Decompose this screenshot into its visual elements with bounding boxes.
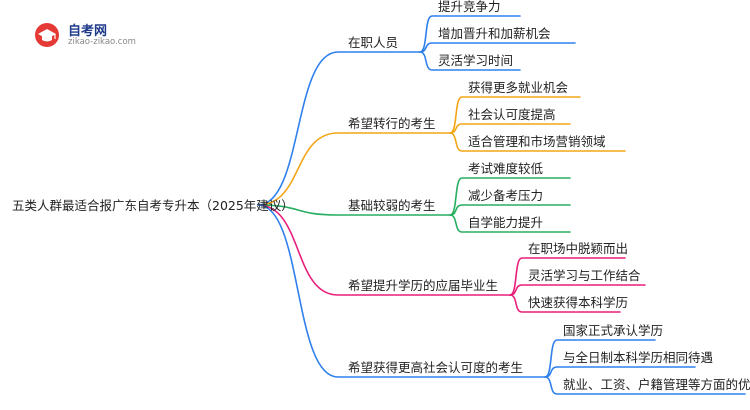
connector-branch-3-child-2 — [509, 294, 621, 313]
brand-name: 自考网 — [68, 24, 108, 39]
connector-root-branch-0 — [257, 51, 421, 206]
connector-branch-2-child-1 — [449, 204, 571, 216]
branch-label-3: 希望提升学历的应届毕业生 — [348, 278, 499, 293]
connector-root-branch-4 — [257, 204, 546, 378]
connector-root-branch-3 — [257, 204, 511, 296]
child-label-3-0: 在职场中脱颖而出 — [528, 241, 629, 256]
child-label-1-0: 获得更多就业机会 — [468, 80, 569, 95]
branch-label-0: 在职人员 — [348, 35, 399, 50]
branch-label-2: 基础较弱的考生 — [348, 198, 436, 213]
child-label-4-0: 国家正式承认学历 — [563, 323, 664, 338]
branch-label-4: 希望获得更高社会认可度的考生 — [348, 360, 524, 375]
brand-url: zikao-zikao.com — [68, 37, 136, 47]
root-topic: 五类人群最适合报广东自考专升本（2025年建议） — [12, 198, 294, 213]
child-label-3-1: 灵活学习与工作结合 — [528, 268, 641, 283]
child-label-2-2: 自学能力提升 — [468, 215, 544, 230]
brand-logo: 自考网 zikao-zikao.com — [34, 20, 146, 50]
connector-root-branch-1 — [257, 132, 451, 206]
connector-branch-1-child-1 — [449, 123, 571, 134]
connector-branch-0-child-2 — [419, 51, 521, 71]
child-label-0-2: 灵活学习时间 — [438, 53, 514, 68]
connector-root-branch-2 — [257, 204, 451, 216]
connector-branch-0-child-1 — [419, 42, 576, 53]
connector-branch-0-child-0 — [419, 15, 521, 53]
branch-label-1: 希望转行的考生 — [348, 116, 436, 131]
child-label-1-2: 适合管理和市场营销领域 — [468, 134, 606, 149]
child-label-4-2: 就业、工资、户籍管理等方面的优势 — [563, 377, 750, 392]
graduation-cap-icon — [35, 23, 59, 47]
connector-branch-3-child-0 — [509, 257, 626, 296]
child-label-4-1: 与全日制本科学历相同待遇 — [563, 350, 714, 365]
connector-branch-1-child-0 — [449, 96, 581, 134]
child-label-2-1: 减少备考压力 — [468, 188, 544, 203]
connector-branch-4-child-0 — [544, 339, 656, 378]
connector-branch-2-child-0 — [449, 177, 571, 216]
child-label-0-0: 提升竞争力 — [438, 0, 501, 14]
connector-branch-3-child-1 — [509, 284, 646, 296]
child-label-0-1: 增加晋升和加薪机会 — [438, 26, 551, 41]
connector-branch-1-child-2 — [449, 132, 626, 152]
connector-branch-2-child-2 — [449, 214, 571, 233]
connector-branch-4-child-2 — [544, 376, 746, 395]
child-label-3-2: 快速获得本科学历 — [528, 295, 629, 310]
connector-branch-4-child-1 — [544, 366, 696, 378]
child-label-2-0: 考试难度较低 — [468, 161, 544, 176]
child-label-1-1: 社会认可度提高 — [468, 107, 556, 122]
